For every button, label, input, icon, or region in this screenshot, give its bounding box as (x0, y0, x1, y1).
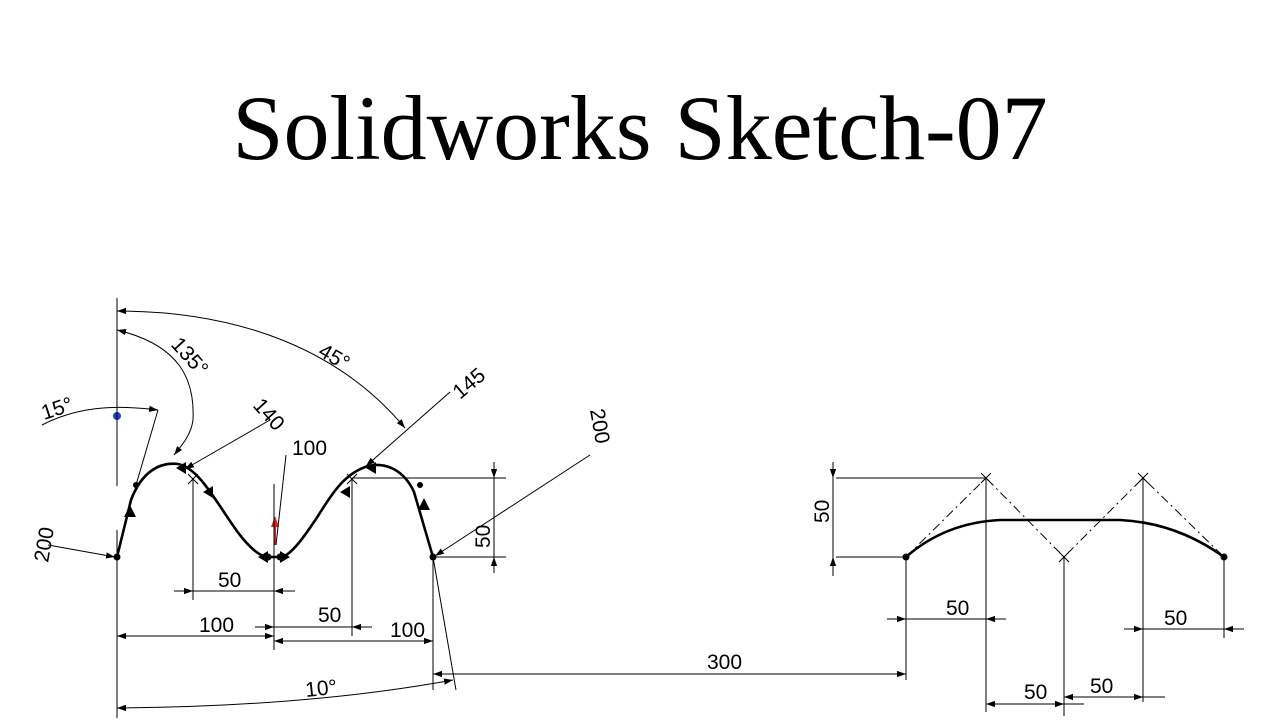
dim-angle-135: 135° (166, 333, 212, 381)
dim-angle-10: 10° (304, 676, 338, 702)
dim-vert-50-left: 50 (472, 525, 495, 548)
dim-horiz-50-a: 50 (218, 569, 241, 592)
right-profile (902, 472, 1228, 563)
dim-horiz-50-f: 50 (1090, 675, 1113, 698)
angle-15-arc (41, 405, 159, 426)
construction-zigzag (905, 477, 1225, 558)
dim-horiz-50-d: 50 (1164, 607, 1187, 630)
vertex-marks (980, 472, 1149, 563)
left-radius-leaders (47, 391, 591, 559)
dim-horiz-100-a: 100 (199, 614, 234, 637)
left-linear-dims (117, 462, 906, 678)
dim-radius-200-right: 200 (585, 407, 614, 446)
dim-angle-45: 45° (315, 339, 354, 375)
right-arc-curve (905, 518, 1225, 559)
tangent-point (417, 482, 423, 488)
dim-radius-145: 145 (448, 364, 490, 404)
origin-arrowhead-icon (271, 516, 279, 527)
dimension-labels: 135° 45° 15° 140 145 100 200 200 50 50 1… (30, 333, 1187, 704)
angle-135-arc (116, 329, 194, 456)
dim-radius-200-left: 200 (30, 525, 59, 564)
right-linear-dims (829, 462, 1244, 708)
arc-center-marks (187, 473, 358, 485)
dim-angle-15: 15° (38, 393, 75, 425)
dim-horiz-100-b: 100 (390, 619, 425, 642)
angle-45-arc (116, 307, 406, 429)
dim-horiz-50-c: 50 (946, 597, 969, 620)
tangent-glyphs (124, 462, 430, 563)
dim-radius-100: 100 (292, 437, 327, 460)
dim-horiz-50-e: 50 (1024, 681, 1047, 704)
page-title: Solidworks Sketch-07 (232, 77, 1048, 179)
angle-10-arc (116, 678, 454, 712)
dim-vert-50-right: 50 (811, 500, 834, 523)
dim-horiz-50-b: 50 (318, 604, 341, 627)
left-profile (113, 412, 437, 563)
angle-dims (41, 307, 454, 712)
dim-horiz-300: 300 (707, 651, 742, 674)
